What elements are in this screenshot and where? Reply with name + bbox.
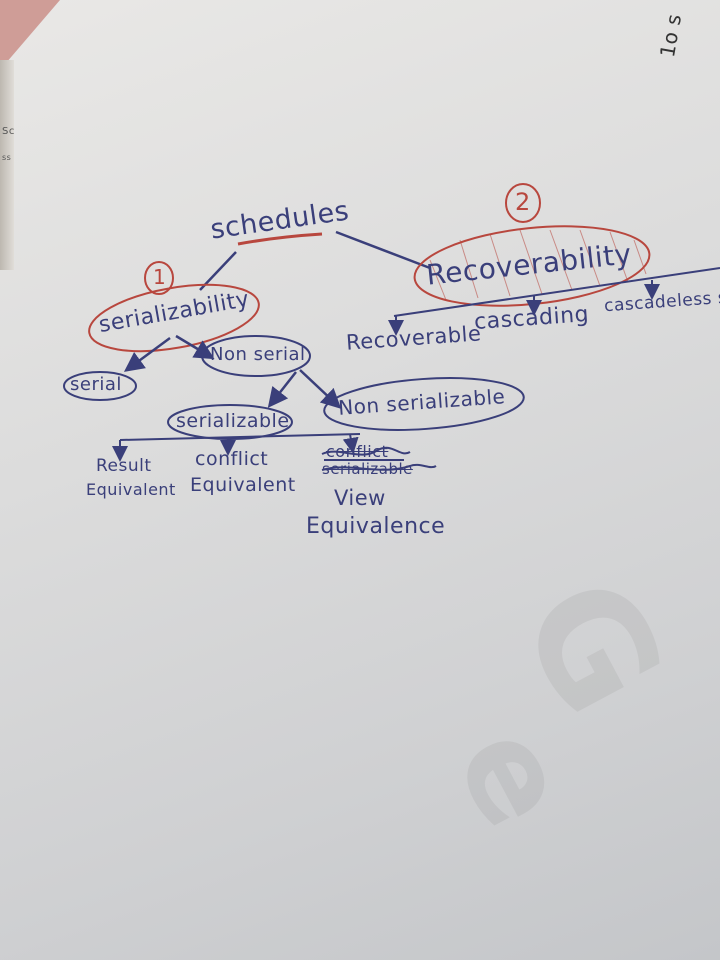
node-number-1: 1 (153, 265, 167, 289)
serializable-oval (167, 404, 293, 440)
edge-schedules-serializability (199, 251, 237, 291)
edge-to-nonserial (175, 334, 215, 360)
node-result-equivalent-1: Result (96, 456, 152, 476)
edge-schedules-recoverability (335, 230, 431, 270)
nonserial-oval (201, 335, 311, 377)
node-serial: serial (70, 374, 122, 395)
node-struck-conflict: conflict (326, 442, 389, 461)
schedules-underline (237, 232, 323, 246)
node-nonserial: Non serial (210, 344, 306, 365)
node-struck-serializable: serializable (322, 460, 413, 478)
number-1-circle (144, 261, 174, 295)
recoverability-hatching (429, 229, 647, 301)
number-2-circle (505, 183, 541, 223)
margin-mark: ss (2, 153, 12, 162)
serializable-bracket (119, 433, 361, 441)
margin-mark: Sc (2, 126, 15, 137)
node-conflict-equivalent-1: conflict (195, 448, 269, 470)
node-view-equivalence-1: View (334, 486, 386, 510)
edge-to-serializable (267, 371, 297, 408)
node-serializable: serializable (176, 410, 290, 432)
serial-oval (63, 371, 137, 401)
non-serializable-oval (323, 377, 525, 431)
edge-to-serial (123, 336, 171, 372)
node-view-equivalence-2: Equivalence (306, 514, 446, 539)
node-number-2: 2 (515, 188, 531, 216)
node-result-equivalent-2: Equivalent (86, 480, 176, 499)
recoverability-bracket (393, 267, 720, 317)
page-stack-edge (0, 60, 14, 270)
node-conflict-equivalent-2: Equivalent (190, 474, 296, 496)
strikeout-scribble (321, 446, 437, 471)
serializability-oval (88, 283, 260, 353)
edge-to-non-serializable (299, 369, 342, 409)
